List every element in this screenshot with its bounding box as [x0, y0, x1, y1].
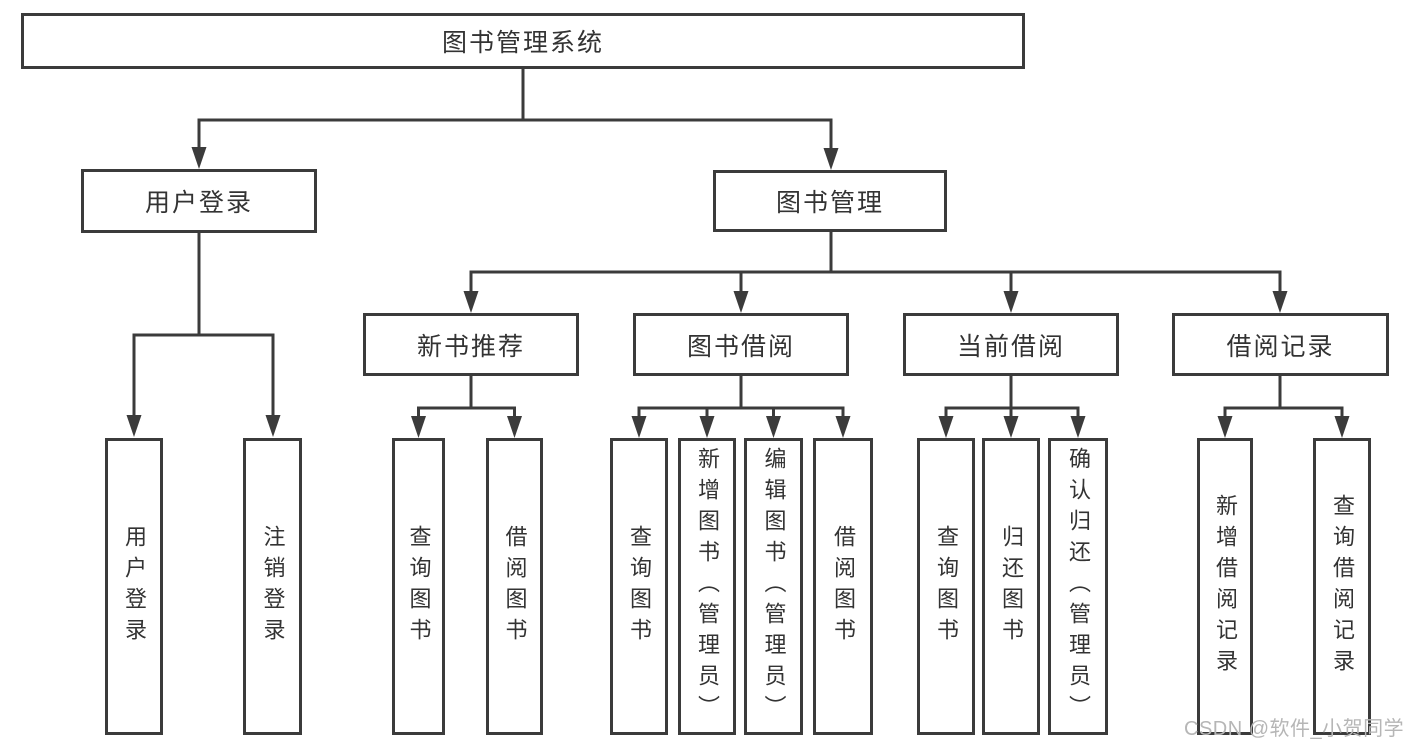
leaf-confirm-return-admin: 确认归还（管理员） [1048, 438, 1108, 735]
leaf-add-borrow-record: 新增借阅记录 [1197, 438, 1253, 735]
leaf-borrow-book-2: 借阅图书 [813, 438, 873, 735]
node-current-borrow-label: 当前借阅 [956, 332, 1065, 361]
node-new-book-recommend: 新书推荐 [363, 313, 579, 376]
leaf-query-book-3: 查询图书 [917, 438, 975, 735]
node-user-login-label: 用户登录 [144, 189, 253, 217]
leaf-edit-book-admin-label: 编辑图书（管理员） [761, 447, 787, 726]
leaf-return-book: 归还图书 [982, 438, 1040, 735]
node-root-label: 图书管理系统 [441, 29, 604, 57]
leaf-user-login-label: 用户登录 [122, 524, 147, 649]
leaf-add-borrow-record-label: 新增借阅记录 [1213, 493, 1238, 680]
leaf-query-book-1: 查询图书 [392, 438, 445, 735]
connector-book-management-children [463, 232, 1288, 313]
node-book-management: 图书管理 [713, 170, 947, 232]
connector-root-to-level2 [191, 69, 839, 170]
leaf-query-book-2: 查询图书 [610, 438, 668, 735]
node-borrow-record: 借阅记录 [1172, 313, 1389, 376]
leaf-logout-label: 注销登录 [260, 524, 286, 649]
node-book-management-label: 图书管理 [775, 189, 884, 217]
leaf-user-login: 用户登录 [105, 438, 163, 735]
leaf-add-book-admin: 新增图书（管理员） [678, 438, 736, 735]
connector-book-borrow-children [631, 376, 851, 438]
leaf-return-book-label: 归还图书 [999, 524, 1024, 649]
node-borrow-record-label: 借阅记录 [1226, 332, 1335, 361]
leaf-add-book-admin-label: 新增图书（管理员） [695, 447, 720, 726]
node-new-book-recommend-label: 新书推荐 [416, 332, 525, 361]
leaf-query-book-2-label: 查询图书 [627, 524, 652, 649]
node-root: 图书管理系统 [21, 13, 1025, 69]
leaf-confirm-return-admin-label: 确认归还（管理员） [1066, 447, 1091, 726]
connector-new-book-recommend-children [411, 376, 522, 438]
node-book-borrow-label: 图书借阅 [686, 332, 795, 361]
leaf-query-borrow-record-label: 查询借阅记录 [1330, 493, 1355, 680]
leaf-borrow-book-2-label: 借阅图书 [831, 524, 856, 649]
leaf-query-book-3-label: 查询图书 [934, 524, 959, 649]
leaf-borrow-book-1-label: 借阅图书 [502, 524, 528, 649]
leaf-query-borrow-record: 查询借阅记录 [1313, 438, 1371, 735]
node-current-borrow: 当前借阅 [903, 313, 1119, 376]
node-user-login: 用户登录 [81, 169, 317, 233]
leaf-borrow-book-1: 借阅图书 [486, 438, 543, 735]
connector-user-login-children [126, 233, 281, 437]
connector-current-borrow-children [938, 376, 1086, 438]
leaf-edit-book-admin: 编辑图书（管理员） [744, 438, 803, 735]
leaf-logout: 注销登录 [243, 438, 302, 735]
connector-borrow-record-children [1217, 376, 1350, 438]
leaf-query-book-1-label: 查询图书 [406, 524, 432, 649]
csdn-watermark: CSDN @软件_小贺同学 [1184, 718, 1405, 740]
node-book-borrow: 图书借阅 [633, 313, 849, 376]
